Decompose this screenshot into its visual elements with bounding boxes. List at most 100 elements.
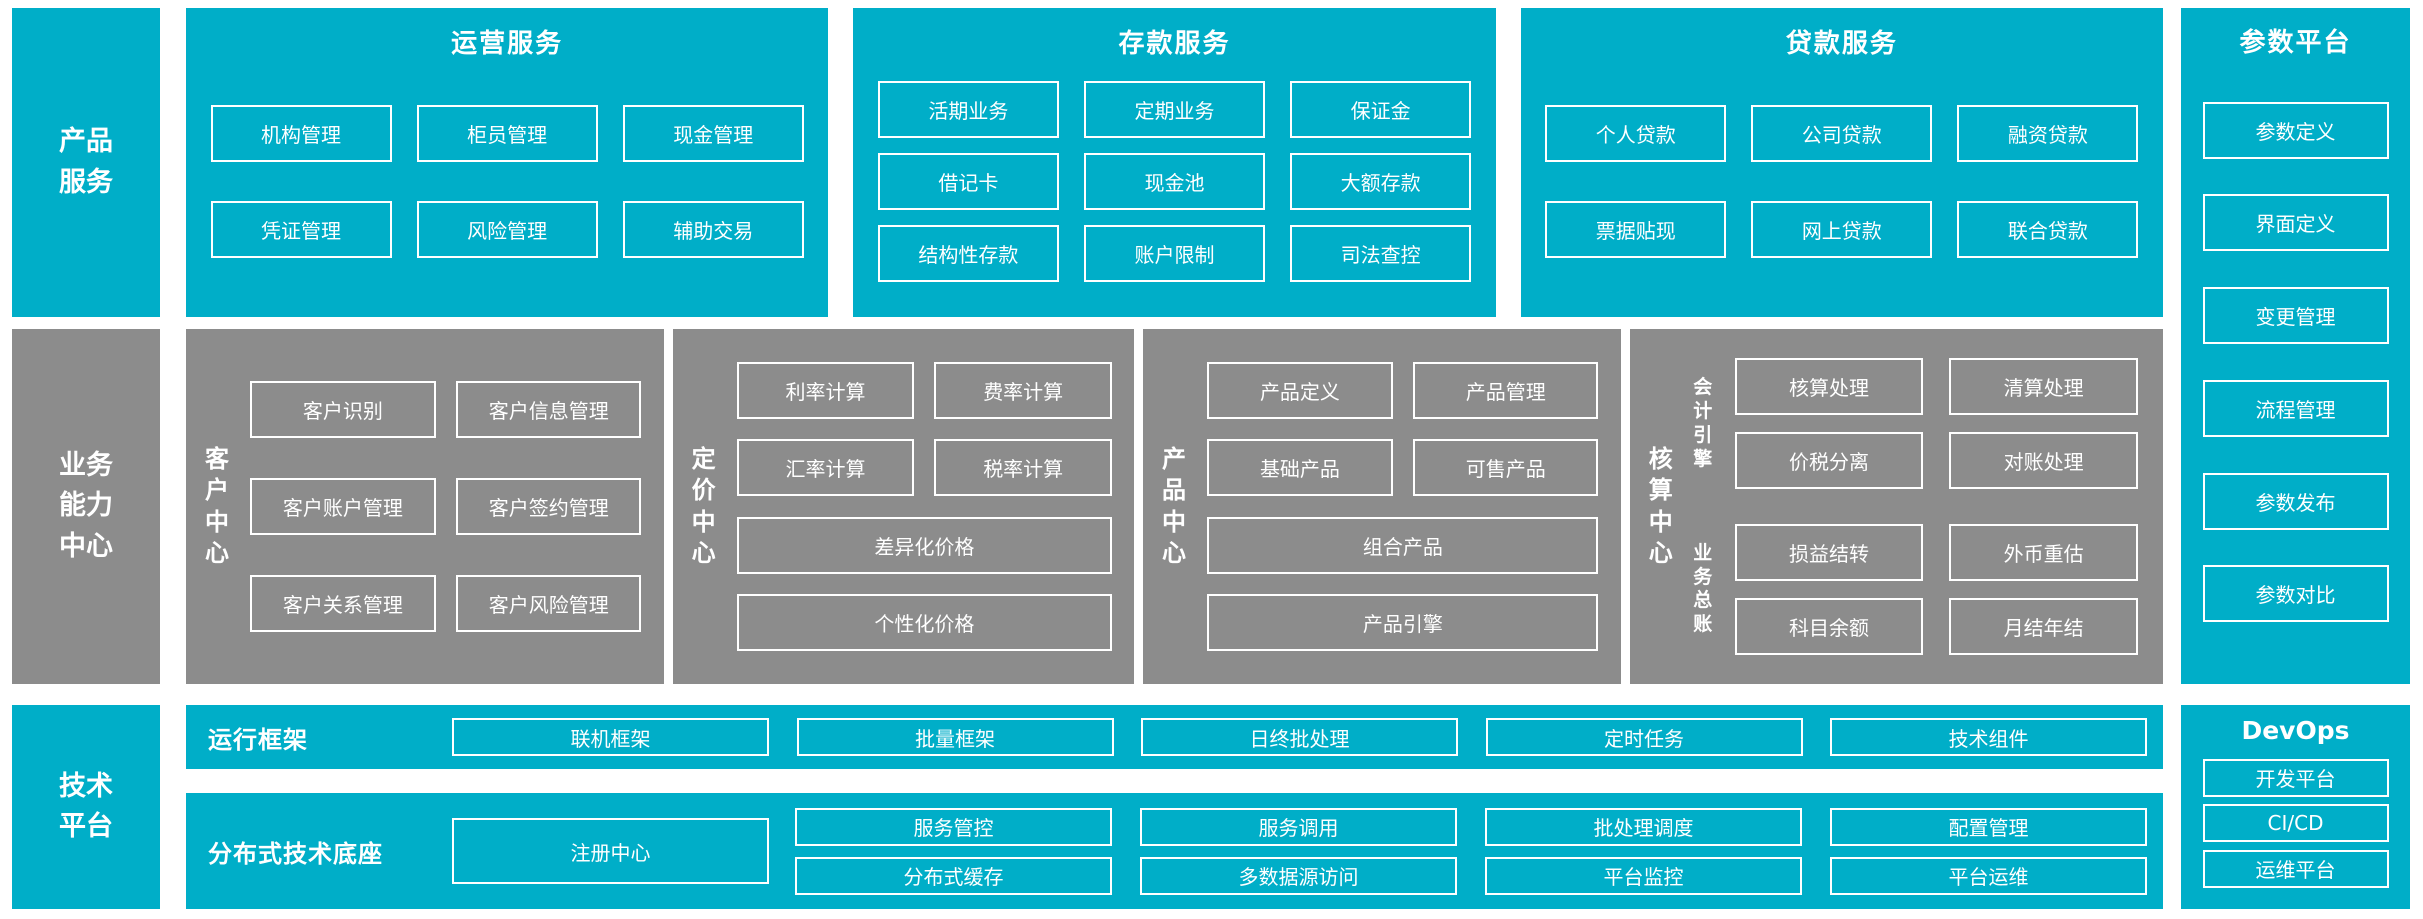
capability-module-box: 基础产品 — [1207, 439, 1393, 497]
module-box: 风险管理 — [416, 201, 598, 258]
devops-title: DevOps — [2241, 715, 2350, 745]
module-box: 网上贷款 — [1751, 201, 1933, 258]
runtime-framework-label: 运行框架 — [208, 725, 308, 754]
section-vertical-label: 核算中心 — [1638, 341, 1684, 672]
capability-module-box: 差异化价格 — [736, 516, 1113, 574]
capability-module-box: 个性化价格 — [736, 594, 1113, 652]
section-accounting-center: 核算中心 会计引擎 核算处理 清算处理 价税分离 对账处理 — [1629, 329, 2164, 684]
tech-module-box: 分布式缓存 — [795, 856, 1112, 895]
capability-module-box: 客户账户管理 — [250, 478, 436, 535]
capability-module-box: 清算处理 — [1949, 358, 2139, 416]
business-ledger-label: 业务总账 — [1693, 541, 1713, 635]
panel-deposit: 存款服务 活期业务 定期业务 保证金 借记卡 现金池 大额存款 结构性存款 账户… — [853, 8, 1496, 317]
capability-module-box: 产品管理 — [1413, 361, 1599, 419]
param-module-box: 变更管理 — [2202, 287, 2389, 345]
module-box: 联合贷款 — [1957, 201, 2139, 258]
module-box: 司法查控 — [1290, 225, 1472, 282]
panel-loan-title: 贷款服务 — [1785, 28, 1898, 59]
runtime-framework-bar: 运行框架 联机框架 批量框架 日终批处理 定时任务 技术组件 — [186, 705, 2163, 769]
distributed-base-bar: 分布式技术底座 注册中心 服务管控 服务调用 批处理调度 配置管理 分布式缓存 … — [186, 793, 2163, 909]
rail-tech-platform-label: 技术平台 — [59, 770, 113, 843]
subgroup-accounting-engine: 会计引擎 核算处理 清算处理 价税分离 对账处理 — [1684, 341, 2151, 507]
section-vertical-label: 客户中心 — [194, 341, 240, 672]
tech-module-box: 批量框架 — [796, 718, 1114, 756]
tech-platform-area: 技术平台 运行框架 联机框架 批量框架 日终批处理 定时任务 技术组件 分布式技… — [12, 705, 2410, 909]
tech-module-box: 服务调用 — [1140, 807, 1457, 846]
panel-loan: 贷款服务 个人贷款 公司贷款 融资贷款 票据贴现 网上贷款 联合贷款 — [1520, 8, 2163, 317]
devops-list: 开发平台 CI/CD 运维平台 — [2201, 751, 2390, 895]
devops-module-box: 开发平台 — [2202, 758, 2389, 797]
module-box: 定期业务 — [1083, 81, 1265, 138]
capability-module-box: 产品定义 — [1207, 361, 1393, 419]
rail-business-capability-label: 业务能力中心 — [59, 449, 113, 562]
module-box: 柜员管理 — [416, 105, 598, 162]
capability-module-box: 对账处理 — [1949, 432, 2139, 490]
right-rail: 参数平台 参数定义 界面定义 变更管理 流程管理 参数发布 参数对比 — [2181, 8, 2410, 684]
distributed-base-label: 分布式技术底座 — [208, 839, 383, 868]
customer-center-label: 客户中心 — [204, 445, 229, 567]
section-pricing-center: 定价中心 利率计算 费率计算 汇率计算 税率计算 差异化价格 个性化价格 — [672, 329, 1135, 684]
capability-module-box: 外币重估 — [1949, 523, 2139, 581]
tech-module-box: 服务管控 — [795, 807, 1112, 846]
pricing-center-label: 定价中心 — [691, 445, 716, 567]
module-box: 现金池 — [1083, 153, 1265, 210]
section-vertical-label: 定价中心 — [681, 341, 727, 672]
devops-module-box: 运维平台 — [2202, 849, 2389, 888]
registry-center-box: 注册中心 — [452, 818, 769, 884]
section-vertical-label: 产品中心 — [1151, 341, 1197, 672]
panel-deposit-title: 存款服务 — [1118, 28, 1231, 59]
param-platform-list: 参数定义 界面定义 变更管理 流程管理 参数发布 参数对比 — [2201, 66, 2390, 658]
capability-module-box: 科目余额 — [1734, 597, 1924, 655]
module-box: 公司贷款 — [1751, 105, 1933, 162]
capability-module-box: 价税分离 — [1734, 432, 1924, 490]
product-services-row: 运营服务 机构管理 柜员管理 现金管理 凭证管理 风险管理 辅助交易 存款服务 … — [186, 8, 2163, 317]
accounting-groups: 会计引擎 核算处理 清算处理 价税分离 对账处理 业务总账 — [1684, 341, 2151, 672]
param-module-box: 流程管理 — [2202, 379, 2389, 437]
tech-module-box: 平台监控 — [1485, 856, 1802, 895]
distributed-base-content: 注册中心 服务管控 服务调用 批处理调度 配置管理 分布式缓存 多数据源访问 平… — [452, 807, 2147, 895]
customer-center-grid: 客户识别 客户信息管理 客户账户管理 客户签约管理 客户关系管理 客户风险管理 — [240, 341, 652, 672]
module-box: 保证金 — [1290, 81, 1472, 138]
panel-loan-grid: 个人贷款 公司贷款 融资贷款 票据贴现 网上贷款 联合贷款 — [1533, 66, 2151, 297]
subgroup-vertical-label: 业务总账 — [1684, 507, 1722, 673]
accounting-engine-grid: 核算处理 清算处理 价税分离 对账处理 — [1722, 341, 2151, 507]
tech-module-box: 批处理调度 — [1485, 807, 1802, 846]
capability-module-box: 利率计算 — [736, 361, 915, 419]
tech-center-column: 运行框架 联机框架 批量框架 日终批处理 定时任务 技术组件 分布式技术底座 注… — [186, 705, 2163, 909]
module-box: 借记卡 — [877, 153, 1059, 210]
capability-module-box: 可售产品 — [1413, 439, 1599, 497]
module-box: 活期业务 — [877, 81, 1059, 138]
panel-deposit-grid: 活期业务 定期业务 保证金 借记卡 现金池 大额存款 结构性存款 账户限制 司法… — [865, 66, 1483, 297]
module-box: 辅助交易 — [622, 201, 804, 258]
tech-module-box: 联机框架 — [452, 718, 769, 756]
rail-tech-platform: 技术平台 — [12, 705, 160, 909]
center-column: 运营服务 机构管理 柜员管理 现金管理 凭证管理 风险管理 辅助交易 存款服务 … — [186, 8, 2164, 684]
product-center-grid: 产品定义 产品管理 基础产品 可售产品 组合产品 产品引擎 — [1197, 341, 1609, 672]
module-box: 大额存款 — [1290, 153, 1472, 210]
module-box: 结构性存款 — [877, 225, 1059, 282]
rail-product-services-label: 产品服务 — [59, 126, 113, 198]
distributed-rows: 服务管控 服务调用 批处理调度 配置管理 分布式缓存 多数据源访问 平台监控 平… — [795, 807, 2147, 895]
rail-product-services: 产品服务 — [12, 8, 160, 317]
capability-module-box: 税率计算 — [934, 439, 1113, 497]
param-module-box: 参数定义 — [2202, 101, 2389, 159]
module-box: 账户限制 — [1083, 225, 1265, 282]
panel-operations-title: 运营服务 — [451, 28, 564, 59]
capability-module-box: 组合产品 — [1207, 516, 1599, 574]
tech-module-box: 技术组件 — [1830, 718, 2147, 756]
business-ledger-grid: 损益结转 外币重估 科目余额 月结年结 — [1722, 507, 2151, 673]
accounting-engine-label: 会计引擎 — [1693, 376, 1713, 470]
capability-module-box: 产品引擎 — [1207, 594, 1599, 652]
capability-row: 客户中心 客户识别 客户信息管理 客户账户管理 客户签约管理 客户关系管理 客户… — [186, 329, 2164, 684]
capability-module-box: 客户信息管理 — [456, 381, 642, 438]
capability-module-box: 客户签约管理 — [456, 478, 642, 535]
tech-module-box: 平台运维 — [1830, 856, 2147, 895]
param-module-box: 界面定义 — [2202, 194, 2389, 252]
panel-operations: 运营服务 机构管理 柜员管理 现金管理 凭证管理 风险管理 辅助交易 — [186, 8, 829, 317]
panel-operations-grid: 机构管理 柜员管理 现金管理 凭证管理 风险管理 辅助交易 — [198, 66, 816, 297]
capability-module-box: 损益结转 — [1734, 523, 1924, 581]
param-module-box: 参数对比 — [2202, 565, 2389, 623]
pricing-center-grid: 利率计算 费率计算 汇率计算 税率计算 差异化价格 个性化价格 — [727, 341, 1122, 672]
capability-module-box: 汇率计算 — [736, 439, 915, 497]
